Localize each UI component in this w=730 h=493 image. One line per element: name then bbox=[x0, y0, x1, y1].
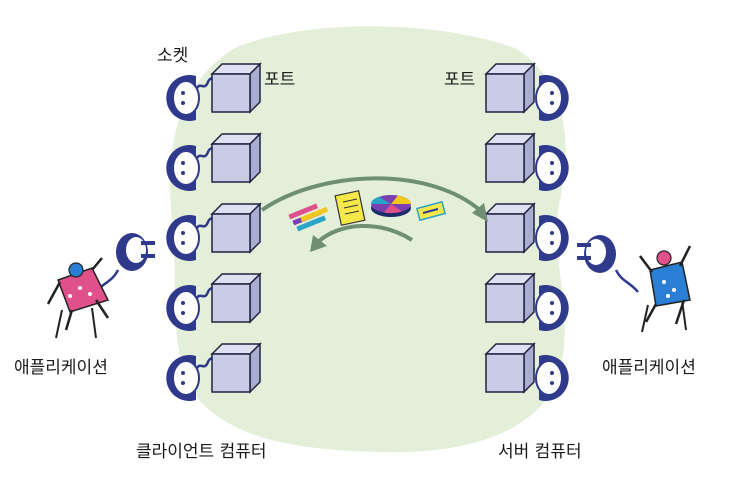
response-arrow bbox=[316, 223, 414, 244]
request-arrow bbox=[260, 176, 484, 214]
client-port-box-4 bbox=[211, 273, 261, 323]
response-arrowhead bbox=[310, 235, 327, 252]
server-port-stack bbox=[485, 63, 570, 402]
client-port-stack bbox=[165, 63, 261, 402]
client-port-box-5 bbox=[211, 343, 261, 393]
client-plug-icon bbox=[95, 233, 155, 293]
client-application-figure-icon bbox=[46, 257, 110, 339]
document-icon bbox=[334, 190, 366, 226]
server-port-box-2 bbox=[485, 133, 535, 183]
server-port-box-3 bbox=[485, 203, 535, 253]
server-port-box-4 bbox=[485, 273, 535, 323]
client-port-box-2 bbox=[211, 133, 261, 183]
server-plug-icon bbox=[577, 235, 639, 293]
client-socket-icon-4 bbox=[165, 284, 200, 332]
server-socket-icon-1 bbox=[535, 74, 570, 122]
pie-chart-icon bbox=[371, 195, 412, 217]
server-port-label: 포트 bbox=[444, 70, 476, 90]
client-port-label: 포트 bbox=[264, 70, 296, 90]
client-socket-icon-3 bbox=[165, 214, 200, 262]
server-application-figure-icon bbox=[639, 245, 692, 333]
client-port-box-1 bbox=[211, 63, 261, 113]
card-icon bbox=[415, 200, 447, 222]
server-computer-label: 서버 컴퓨터 bbox=[498, 442, 582, 462]
server-port-box-5 bbox=[485, 343, 535, 393]
client-port-box-3 bbox=[211, 203, 261, 253]
server-socket-icon-3 bbox=[535, 214, 570, 262]
request-arrowhead bbox=[472, 203, 488, 222]
server-socket-icon-5 bbox=[535, 354, 570, 402]
exchange-arrows bbox=[260, 176, 488, 252]
client-computer-label: 클라이언트 컴퓨터 bbox=[136, 442, 267, 462]
server-application-label: 애플리케이션 bbox=[602, 358, 696, 378]
client-socket-icon-5 bbox=[165, 354, 200, 402]
socket-label: 소켓 bbox=[157, 46, 189, 66]
client-application-label: 애플리케이션 bbox=[14, 358, 108, 378]
client-socket-icon-1 bbox=[165, 74, 200, 122]
server-port-box-1 bbox=[485, 63, 535, 113]
pencils-icon bbox=[288, 203, 329, 232]
network-background bbox=[170, 26, 566, 453]
